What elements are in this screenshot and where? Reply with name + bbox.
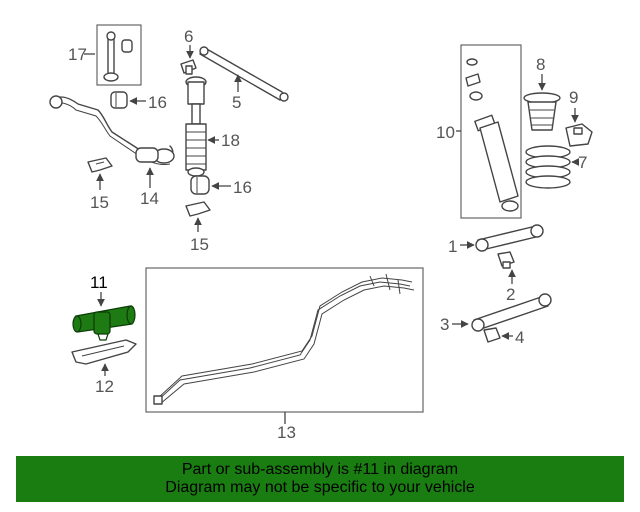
callout-12: 12 [95,377,114,396]
callout-7: 7 [578,153,587,172]
callout-15b: 15 [190,235,209,254]
footer-notice-banner: Part or sub-assembly is #11 in diagram D… [16,456,624,502]
part-16-bushing-lower[interactable] [190,175,210,195]
callout-5: 5 [232,93,241,112]
callout-4: 4 [515,328,524,347]
callout-18: 18 [221,131,240,150]
part-18-shock-absorber[interactable] [185,76,207,177]
part-14-stabilizer-bar[interactable] [49,95,175,165]
footer-line-1: Part or sub-assembly is #11 in diagram [181,461,459,478]
part-16-bushing-upper[interactable] [110,91,128,109]
part-12-shield[interactable] [71,339,137,365]
callout-13: 13 [277,423,296,442]
callout-14: 14 [140,189,159,208]
callout-16a: 16 [148,93,167,112]
part-17-stabilizer-link[interactable] [96,24,142,86]
part-2-bolt[interactable] [497,251,515,269]
footer-line-2: Diagram may not be specific to your vehi… [165,479,475,496]
part-15-bracket-center[interactable] [185,201,211,217]
part-13-line-assembly[interactable] [145,267,424,413]
callout-3: 3 [440,315,449,334]
part-5-lateral-rod[interactable] [199,46,289,102]
callout-9: 9 [569,88,578,107]
callout-2: 2 [506,285,515,304]
part-11-highlighted[interactable] [72,305,136,341]
callout-11: 11 [90,273,108,292]
callout-6: 6 [184,27,193,46]
part-9-spring-seat[interactable] [565,123,593,147]
part-4-bolt[interactable] [483,327,501,343]
callout-10: 10 [436,123,455,142]
callout-8: 8 [536,55,545,74]
part-6-bolt[interactable] [180,59,197,75]
part-10-shock-absorber-assembly[interactable] [460,44,522,219]
callout-17: 17 [68,45,87,64]
callout-15a: 15 [90,193,109,212]
part-8-bump-stop[interactable] [523,92,561,131]
part-1-upper-control-arm[interactable] [475,224,544,252]
part-15-bracket-left[interactable] [87,157,113,173]
part-7-coil-spring[interactable] [525,145,571,189]
part-3-lower-control-arm[interactable] [471,293,552,332]
callout-1: 1 [448,237,457,256]
callout-16b: 16 [233,178,252,197]
